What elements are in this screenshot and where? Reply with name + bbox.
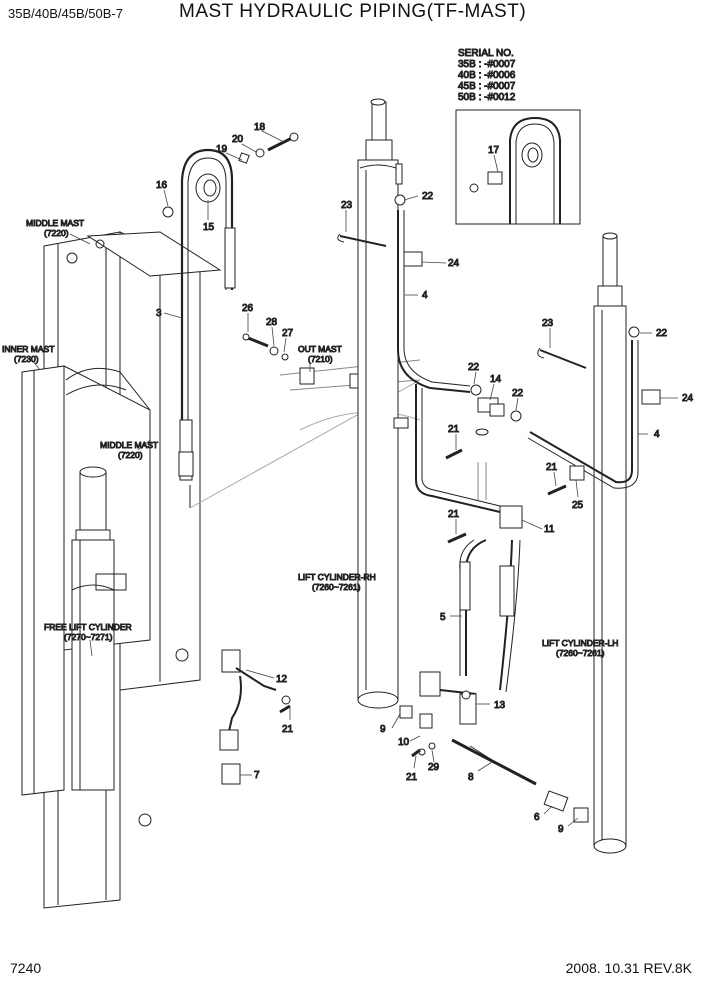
callout-25: 25 [572,500,584,511]
callout-11: 11 [544,524,555,535]
callout-22: 22 [512,388,524,399]
label-out-mast-code: (7210) [308,354,333,364]
callout-20: 20 [232,134,244,145]
label-middle-mast-top-code: (7220) [44,228,69,238]
callout-27: 27 [282,328,294,339]
hose-loop-drawing [178,148,236,508]
callout-22: 22 [468,362,480,373]
label-inner-mast-code: (7230) [14,354,39,364]
callout-19: 19 [216,144,228,155]
callout-4: 4 [422,290,428,301]
callout-12: 12 [276,674,288,685]
free-lift-cylinder-drawing [71,466,127,791]
sheave-pulley-drawing [162,132,299,218]
revision-date: 2008. 10.31 REV.8K [565,960,692,976]
connector-7-drawing [221,763,241,785]
label-inner-mast: INNER MAST [2,344,54,354]
callout-18: 18 [254,122,266,133]
lift-cylinder-lh-drawing [593,232,627,854]
callout-21: 21 [282,724,294,735]
page-number: 7240 [10,960,42,976]
label-lift-cylinder-lh: LIFT CYLINDER-LH [542,638,618,648]
serial-heading: SERIAL NO. [458,48,514,59]
serial-line: 45B : -#0007 [458,81,516,92]
callout-7: 7 [254,770,260,781]
callout-21: 21 [546,462,558,473]
callout-21: 21 [406,772,418,783]
callout-22: 22 [656,328,668,339]
callout-24: 24 [682,393,694,404]
callout-9: 9 [380,724,386,735]
callout-29: 29 [428,762,440,773]
pipe-8-drawing [451,738,537,786]
callout-15: 15 [203,222,215,233]
callout-13: 13 [494,700,506,711]
label-lift-cylinder-rh: LIFT CYLINDER-RH [298,572,376,582]
label-lift-cylinder-lh-code: (7260~7261) [556,648,605,658]
label-middle-mast-mid: MIDDLE MAST [100,440,158,450]
callout-4: 4 [654,429,660,440]
pipe-12-drawing [219,649,291,751]
callout-21: 21 [448,509,460,520]
pipe-4-rh-drawing [397,210,471,393]
label-middle-mast-top: MIDDLE MAST [26,218,84,228]
fitting-10-9-drawing [399,705,436,756]
callout-17: 17 [488,145,500,156]
label-free-lift-cylinder: FREE LIFT CYLINDER [44,622,132,632]
label-free-lift-cylinder-code: (7270~7271) [64,632,113,642]
label-lift-cylinder-rh-code: (7260~7261) [312,582,361,592]
callout-23: 23 [542,318,554,329]
inset-detail-box [455,109,581,225]
callout-28: 28 [266,317,278,328]
callout-6: 6 [534,812,540,823]
serial-line: 35B : -#0007 [458,59,516,70]
pipe-4-lh-drawing [527,340,639,489]
callout-10: 10 [398,737,410,748]
clips-drawing [337,194,661,481]
callout-16: 16 [156,180,168,191]
connector-6-9-drawing [543,790,589,823]
callout-21: 21 [448,424,460,435]
callout-26: 26 [242,303,254,314]
callout-23: 23 [341,200,353,211]
callout-8: 8 [468,772,474,783]
callout-5: 5 [440,612,446,623]
label-middle-mast-mid-code: (7220) [118,450,143,460]
callout-22: 22 [422,191,434,202]
serial-line: 40B : -#0006 [458,70,516,81]
pipe-11-drawing [393,384,523,529]
callout-14: 14 [490,374,502,385]
lift-cylinder-rh-drawing [357,98,403,709]
model-number: 35B/40B/45B/50B-7 [8,6,123,21]
page-header: 35B/40B/45B/50B-7 MAST HYDRAULIC PIPING(… [0,0,702,30]
callout-9: 9 [558,824,564,835]
bolt-washer-group-drawing [242,333,289,361]
fitting-13-drawing [419,671,477,725]
label-out-mast: OUT MAST [298,344,342,354]
leader-lines [31,130,678,827]
hose-5-drawing [459,539,521,693]
page-title: MAST HYDRAULIC PIPING(TF-MAST) [179,1,527,22]
bolts-21-drawing [279,448,567,758]
serial-line: 50B : -#0012 [458,92,516,103]
callout-3: 3 [156,308,162,319]
tee-fitting-drawing [470,384,522,436]
callout-24: 24 [448,258,460,269]
